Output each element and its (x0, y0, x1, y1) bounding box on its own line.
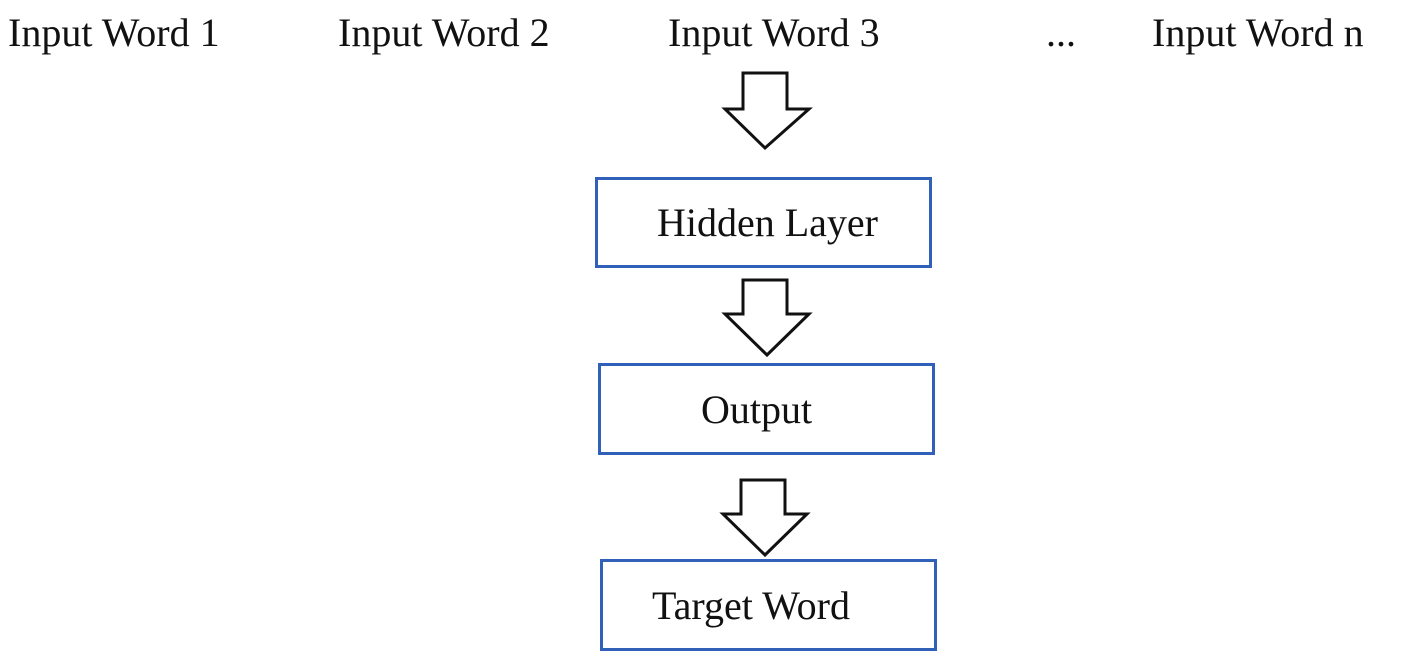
input-ellipsis: ... (1046, 10, 1076, 55)
down-arrow-icon (719, 478, 811, 558)
output-label: Output (700, 386, 813, 432)
target-word-label: Target Word (651, 582, 850, 628)
input-word-3: Input Word 3 (668, 10, 880, 55)
target-word-box: Target Word (600, 559, 937, 651)
input-word-n: Input Word n (1152, 10, 1364, 55)
down-arrow-icon (721, 71, 813, 151)
hidden-layer-label: Hidden Layer (656, 200, 878, 245)
down-arrow-icon (721, 278, 813, 358)
input-word-2: Input Word 2 (338, 10, 550, 55)
input-word-1: Input Word 1 (8, 10, 220, 55)
output-box: Output (598, 363, 935, 455)
hidden-layer-box: Hidden Layer (595, 177, 932, 268)
